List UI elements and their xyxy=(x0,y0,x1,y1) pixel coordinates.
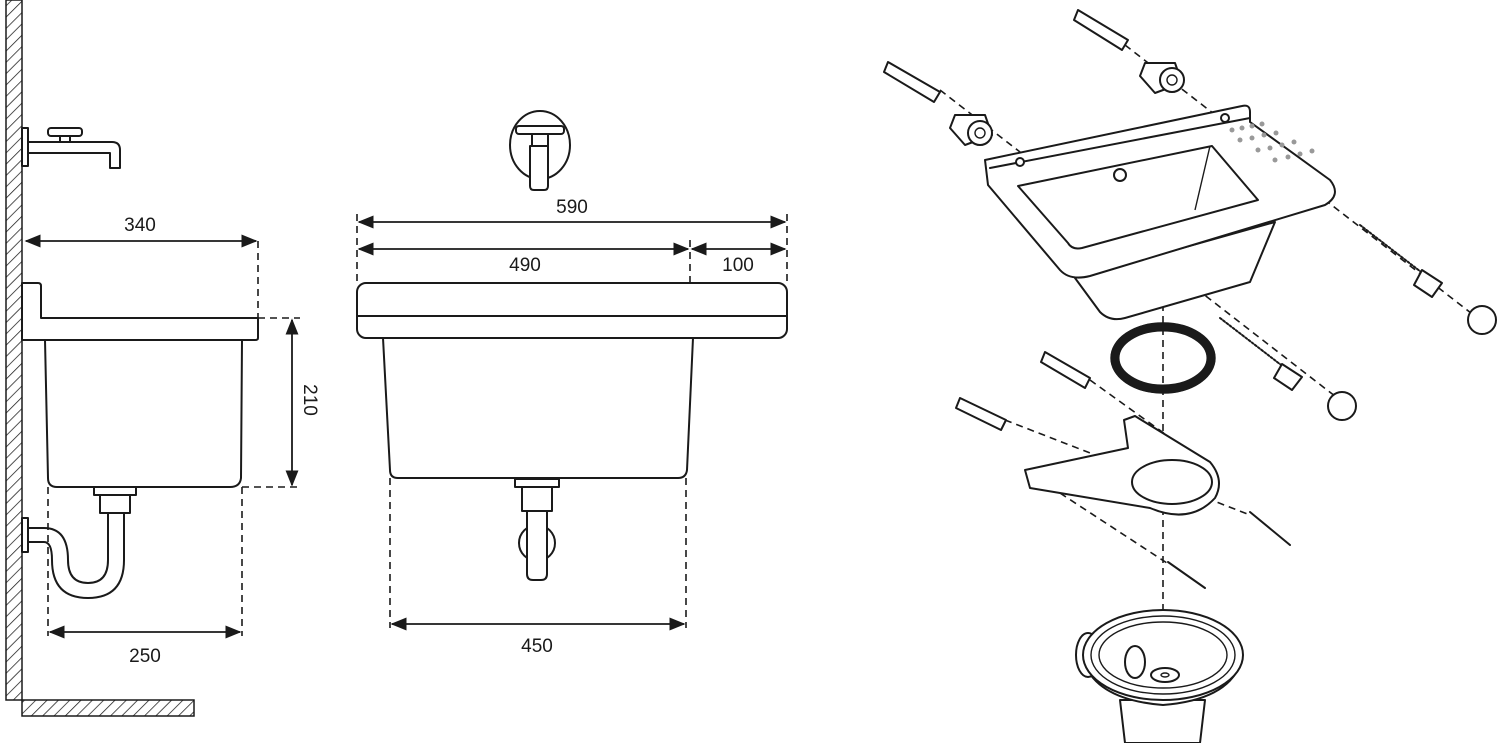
dimension-label-340: 340 xyxy=(124,215,156,236)
dimension-label-590: 590 xyxy=(556,197,588,218)
drain-gasket-icon xyxy=(1110,322,1216,394)
exploded-view xyxy=(883,9,1497,743)
sink-side-profile xyxy=(21,282,259,488)
faucet-front xyxy=(509,110,571,191)
sink-bowl-front xyxy=(382,337,694,479)
sink-rim xyxy=(356,282,788,339)
dimension-label-490: 490 xyxy=(509,255,541,276)
drain-strainer-icon xyxy=(1075,609,1244,743)
screw-icon xyxy=(1167,224,1443,589)
dimension-label-450: 450 xyxy=(521,636,553,657)
dimension-label-210: 210 xyxy=(299,384,320,416)
wall xyxy=(5,0,195,717)
dimension-label-100: 100 xyxy=(722,255,754,276)
side-view: 340 210 250 xyxy=(5,0,320,717)
drain-trap-side xyxy=(21,486,137,599)
dimension-label-250: 250 xyxy=(129,646,161,667)
sink-3d xyxy=(984,104,1336,321)
wall-anchor-icon xyxy=(883,9,1129,431)
bracket-icon xyxy=(1024,415,1220,516)
front-view: 590 490 100 450 xyxy=(356,110,788,657)
faucet-side xyxy=(21,127,121,169)
drain-front xyxy=(514,478,560,581)
spacer-plug-icon xyxy=(949,62,1185,146)
cover-cap-icon xyxy=(1327,305,1497,421)
